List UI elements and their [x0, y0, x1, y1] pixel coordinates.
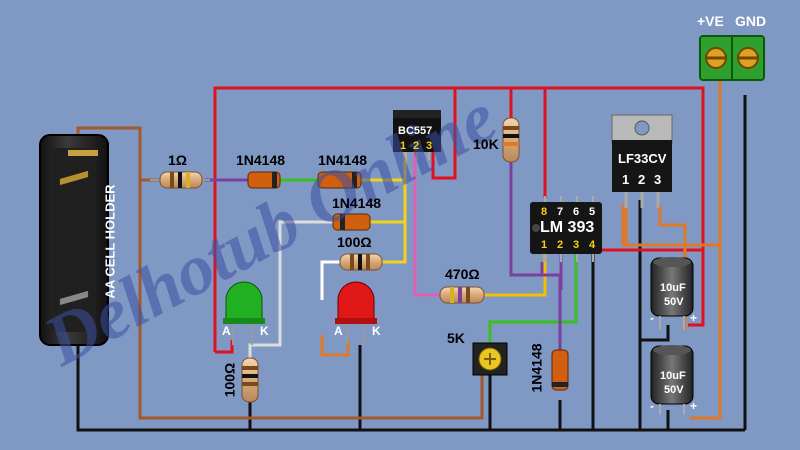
terminal-positive-label: +VE [697, 13, 724, 29]
resistor-1ohm [150, 171, 210, 189]
capacitor-1-voltage: 50V [664, 296, 684, 308]
regulator-lf33cv [611, 114, 673, 208]
diode-1 [247, 171, 281, 189]
resistor-10k-label: 10K [473, 136, 499, 152]
ground-wires [76, 95, 747, 432]
battery-label: AA CELL HOLDER [102, 184, 118, 299]
resistor-100ohm-bottom [241, 357, 259, 403]
regulator-pin-2: 2 [638, 172, 646, 187]
comparator-pin-6: 6 [573, 206, 580, 218]
diode-3-label: 1N4148 [332, 195, 382, 211]
capacitor-1-neg: - [650, 311, 654, 325]
led-red [335, 281, 377, 345]
signal-wires [248, 150, 628, 360]
transistor-pin-3: 3 [426, 140, 433, 152]
comparator-pin-5: 5 [589, 206, 596, 218]
transistor-pin-2: 2 [413, 140, 420, 152]
resistor-1ohm-label: 1Ω [168, 152, 188, 168]
capacitor-1-value: 10uF [660, 282, 686, 294]
terminal-ground-label: GND [735, 13, 767, 29]
comparator-pin-4: 4 [589, 239, 596, 251]
resistor-100ohm-bottom-label: 100Ω [221, 362, 238, 398]
capacitor-2 [650, 345, 694, 415]
pot-label: 5K [447, 330, 465, 346]
comparator-pin-2: 2 [557, 239, 564, 251]
regulator-pin-3: 3 [654, 172, 662, 187]
transistor-label: BC557 [398, 125, 433, 137]
capacitor-1-pos: + [690, 311, 698, 325]
diode-1-label: 1N4148 [236, 152, 286, 168]
diode-2 [317, 171, 362, 189]
led-green-anode: A [222, 324, 231, 338]
resistor-100ohm-mid-label: 100Ω [337, 234, 372, 250]
comparator-pin-3: 3 [573, 239, 580, 251]
diode-4 [551, 349, 569, 391]
capacitor-2-pos: + [690, 399, 698, 413]
led-green-cathode: K [260, 324, 269, 338]
battery-holder [39, 134, 109, 346]
diode-4-label: 1N4148 [528, 343, 545, 393]
led-red-cathode: K [372, 324, 381, 338]
comparator-pin-1: 1 [541, 239, 548, 251]
capacitor-1 [650, 257, 694, 330]
screw-terminal-block [699, 35, 765, 81]
ic-lm393 [530, 196, 602, 262]
resistor-100ohm-mid [339, 253, 383, 271]
led-red-anode: A [334, 324, 343, 338]
resistor-470ohm-label: 470Ω [445, 266, 480, 282]
diode-3 [332, 213, 371, 231]
capacitor-2-value: 10uF [660, 370, 686, 382]
potentiometer-5k [472, 342, 508, 376]
capacitor-2-voltage: 50V [664, 384, 684, 396]
diode-2-label: 1N4148 [318, 152, 368, 168]
led-green [223, 281, 265, 345]
resistor-10k [502, 117, 520, 163]
regulator-pin-1: 1 [622, 172, 630, 187]
capacitor-2-neg: - [650, 399, 654, 413]
regulator-label: LF33CV [618, 151, 667, 166]
transistor-pin-1: 1 [400, 140, 407, 152]
comparator-pin-8: 8 [541, 206, 548, 218]
resistor-470ohm [439, 286, 485, 304]
comparator-label: LM 393 [540, 219, 595, 236]
supply-wires [213, 86, 705, 354]
regulator-wires [320, 80, 722, 420]
transistor-bc557 [393, 110, 441, 160]
comparator-pin-7: 7 [557, 206, 564, 218]
